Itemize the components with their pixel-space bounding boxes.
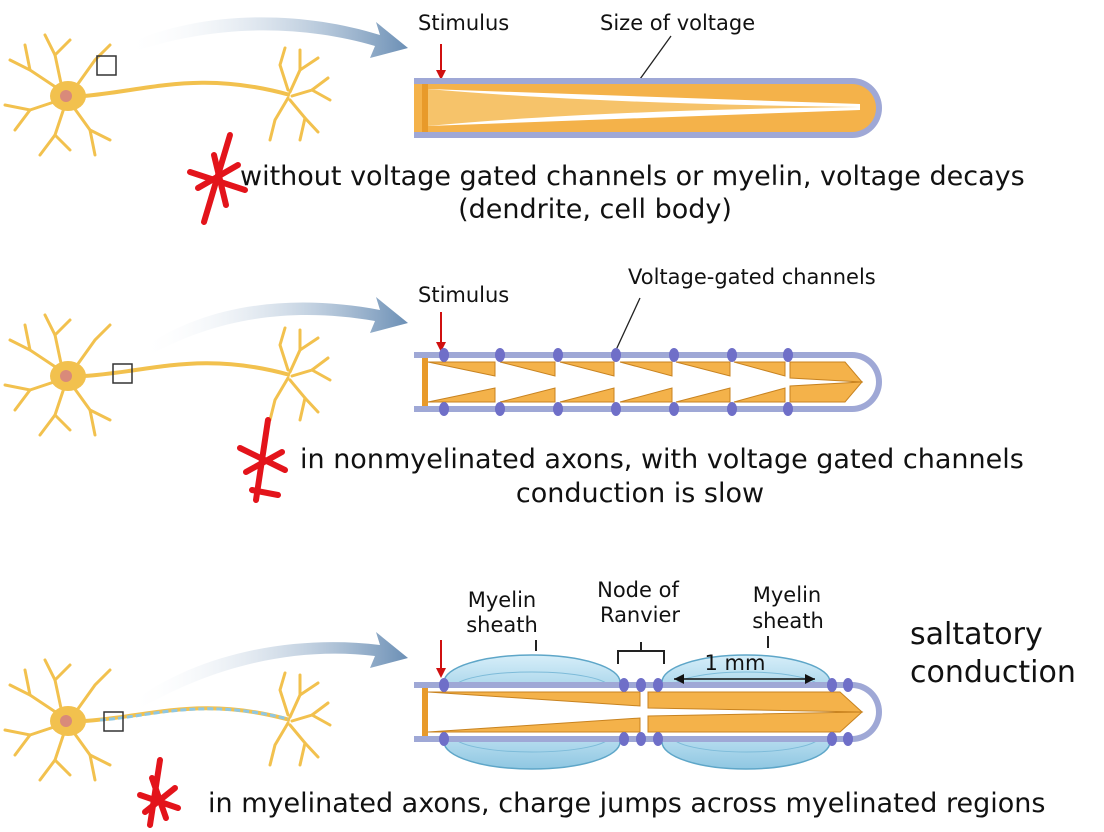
node-of-ranvier-line-1: Node of xyxy=(597,578,679,602)
caption-3: in myelinated axons, charge jumps across… xyxy=(208,788,1045,819)
node-of-ranvier-line-2: Ranvier xyxy=(600,603,680,627)
zoom-arrow-1-icon xyxy=(125,17,408,59)
myelin-sheath-right-line-2: sheath xyxy=(752,609,824,633)
axon-1 xyxy=(414,78,882,138)
axon-3 xyxy=(414,654,882,770)
panel-3 xyxy=(3,632,408,782)
neuron-3-icon xyxy=(3,658,332,782)
neuron-1-icon xyxy=(3,33,332,157)
axon-2 xyxy=(414,348,882,416)
node-bracket xyxy=(617,642,665,664)
caption-2-line-1: in nonmyelinated axons, with voltage gat… xyxy=(300,444,1024,475)
distance-label: 1 mm xyxy=(705,651,766,675)
zoom-arrow-2-icon xyxy=(140,297,408,359)
channel-markers xyxy=(439,348,793,416)
zoom-arrow-3-icon xyxy=(128,632,408,714)
red-marker-1-icon xyxy=(187,132,248,225)
myelin-sheath-left-line-1: Myelin xyxy=(468,588,536,612)
stimulus-label-1: Stimulus xyxy=(418,11,509,35)
red-marker-3-icon xyxy=(137,757,181,828)
red-marker-2-icon xyxy=(237,417,288,503)
neuron-2-icon xyxy=(3,313,332,437)
myelin-sheath-right-line-1: Myelin xyxy=(753,583,821,607)
conduction-label: conduction xyxy=(910,655,1076,690)
saltatory-label: saltatory xyxy=(910,617,1043,652)
caption-1-line-1: without voltage gated channels or myelin… xyxy=(240,161,1025,192)
node-channel-markers xyxy=(439,678,853,746)
myelin-sheath-left-line-2: sheath xyxy=(466,613,538,637)
stimulus-label-2: Stimulus xyxy=(418,283,509,307)
caption-1-line-2: (dendrite, cell body) xyxy=(458,194,732,225)
panel-1: Stimulus Size of voltage without voltage… xyxy=(3,11,1025,225)
size-of-voltage-label: Size of voltage xyxy=(600,11,755,35)
panel-2 xyxy=(3,297,408,437)
voltage-gated-channels-label: Voltage-gated channels xyxy=(628,265,876,289)
caption-2-line-2: conduction is slow xyxy=(516,478,764,509)
